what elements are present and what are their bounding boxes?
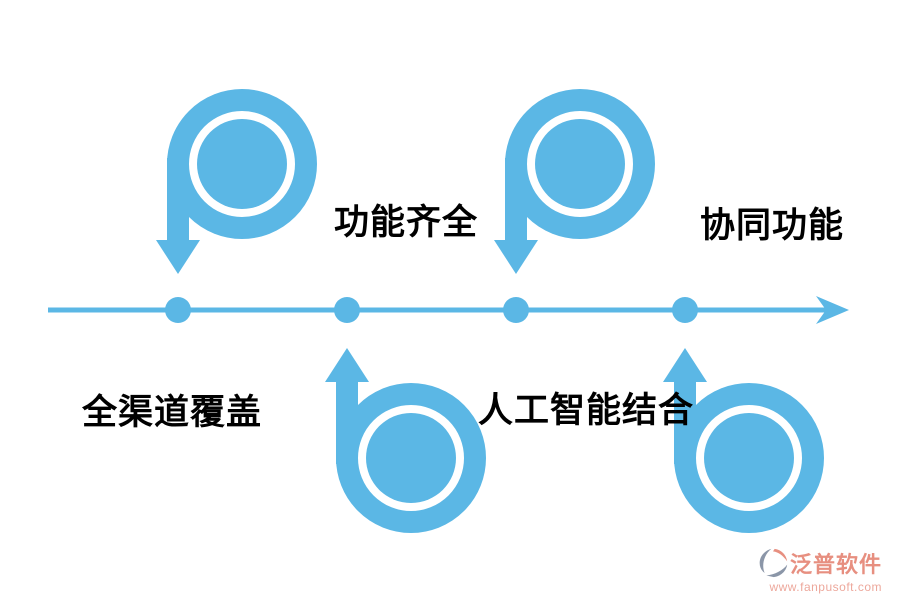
timeline-dot-4 [672,297,698,323]
watermark-name: 泛普软件 [789,552,882,577]
watermark: 泛普软件 www.fanpusoft.com [758,547,882,594]
milestone-label-gongneng: 功能齐全 [334,203,479,242]
milestone-label-rengong: 人工智能结合 [478,391,695,430]
watermark-url[interactable]: www.fanpusoft.com [769,580,882,594]
timeline-dot-2 [334,297,360,323]
spiral-arrow-down-icon-1 [156,100,306,274]
spiral-arrow-down-icon-2 [494,100,644,274]
timeline-dot-3 [503,297,529,323]
milestone-label-xietong: 协同功能 [700,206,845,245]
milestone-label-quanqudao: 全渠道覆盖 [82,393,263,432]
timeline-arrowhead-icon [816,296,849,324]
fanpu-logo-icon [759,548,788,578]
spiral-arrow-up-icon-1 [325,348,475,522]
timeline-dot-1 [165,297,191,323]
spiral-arrow-up-icon-2 [663,348,813,522]
